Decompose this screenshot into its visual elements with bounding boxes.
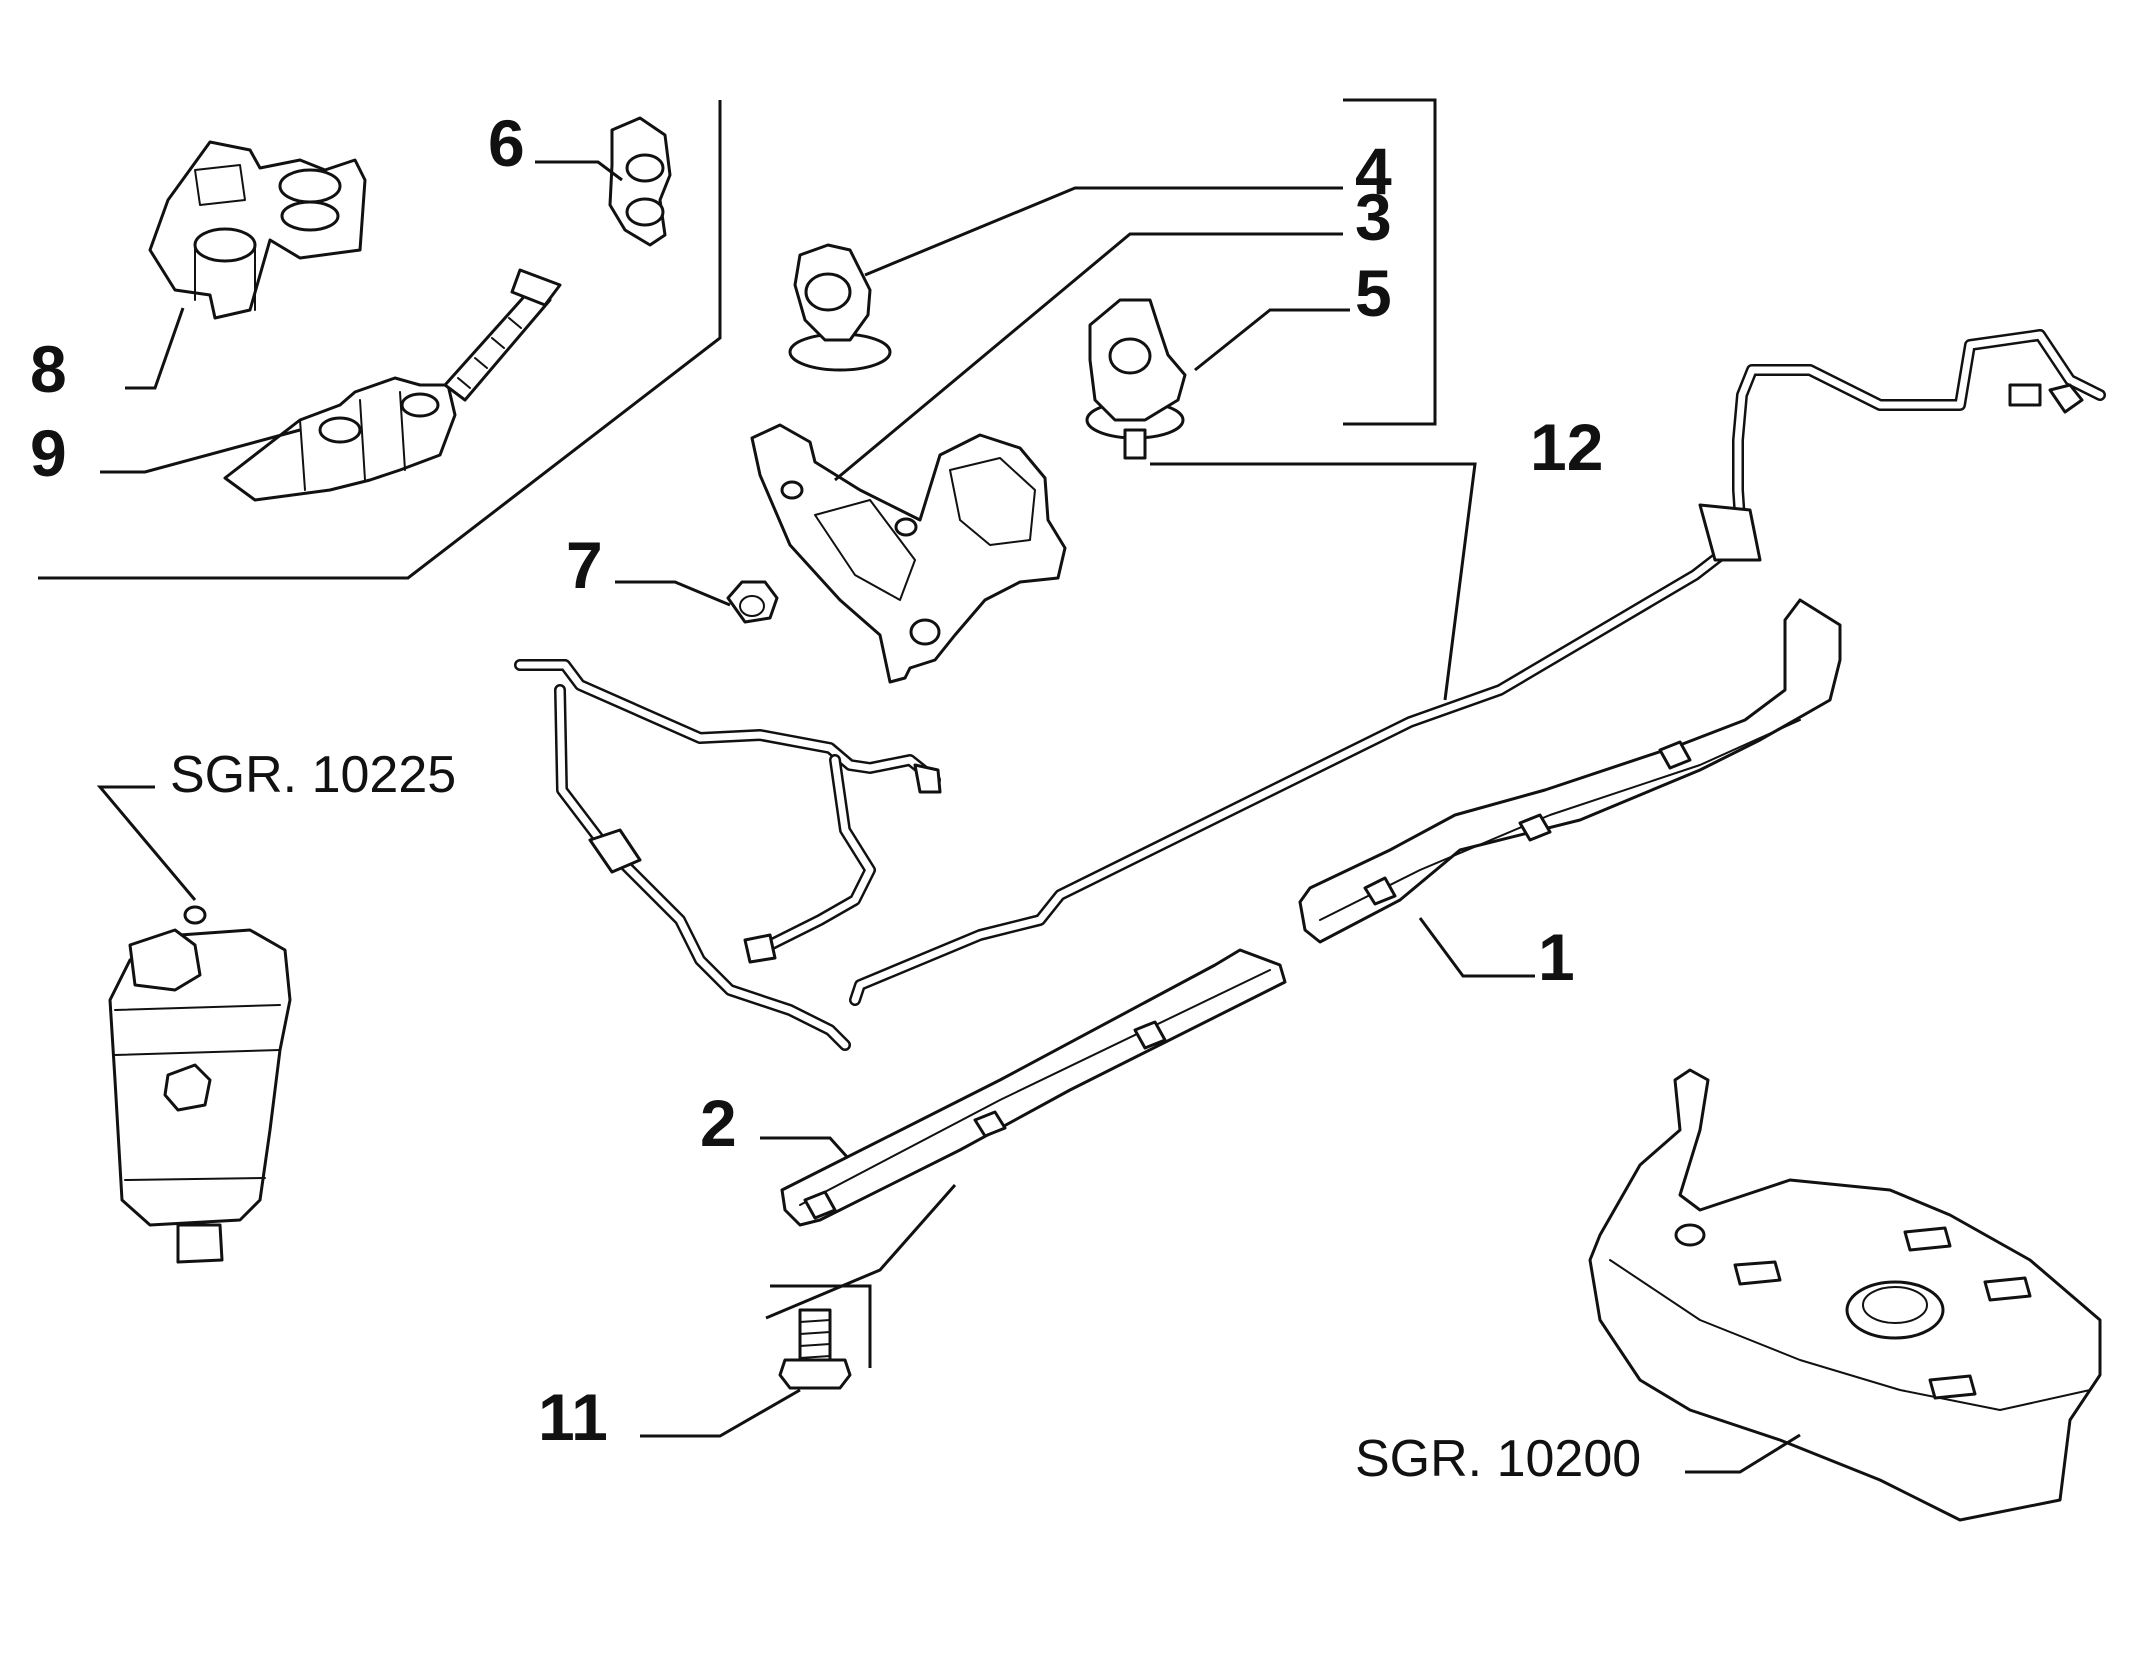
callout-1: 1 (1538, 920, 1575, 994)
leader-7 (615, 580, 731, 607)
callout-9: 9 (30, 416, 67, 490)
group-divider-left (38, 100, 722, 580)
leader-11 (640, 1388, 801, 1438)
callout-6: 6 (488, 106, 525, 180)
part-4-grommet-clip (788, 243, 892, 372)
leader-8 (125, 307, 185, 390)
leader-12 (1150, 462, 1477, 701)
fuel-filter-assembly (108, 905, 292, 1264)
leader-6 (535, 160, 623, 182)
leader-4 (864, 186, 1343, 277)
callout-2: 2 (700, 1086, 737, 1160)
part-11-bolt (778, 1308, 852, 1390)
callout-8: 8 (30, 332, 67, 406)
ref-fuel-tank: SGR. 10200 (1355, 1430, 1641, 1488)
leader-1 (1418, 917, 1535, 978)
group-bracket-right (1343, 98, 1437, 426)
group-divider-bottom (765, 1184, 957, 1320)
leader-sgr-10200 (1685, 1433, 1801, 1474)
part-12-fuel-pipe (849, 329, 2106, 1006)
secondary-pipe-assembly (514, 659, 942, 1051)
callout-5: 5 (1355, 256, 1392, 330)
callout-4: 4 (1355, 134, 1392, 208)
fuel-tank-assembly (1588, 1068, 2102, 1522)
part-1-protective-cover-right (1298, 598, 1842, 944)
leader-2 (760, 1136, 850, 1160)
part-3-mounting-bracket (750, 423, 1067, 684)
ref-fuel-filter: SGR. 10225 (170, 746, 456, 804)
part-8-clip-bracket (148, 140, 367, 320)
leader-3 (834, 232, 1343, 482)
leader-sgr-10225 (96, 785, 197, 901)
leader-9 (100, 428, 301, 474)
part-9-clip-strap (223, 268, 562, 502)
callout-12: 12 (1530, 410, 1603, 484)
callout-3: 3 (1355, 180, 1392, 254)
group-bracket-bottom (770, 1284, 872, 1368)
part-6-pipe-clip (608, 116, 672, 247)
callout-11: 11 (538, 1380, 608, 1454)
leader-5 (1194, 308, 1350, 372)
part-2-protective-cover-left (780, 948, 1287, 1227)
part-7-nut (726, 580, 779, 624)
part-5-grommet-clip (1085, 298, 1187, 460)
callout-7: 7 (566, 528, 603, 602)
